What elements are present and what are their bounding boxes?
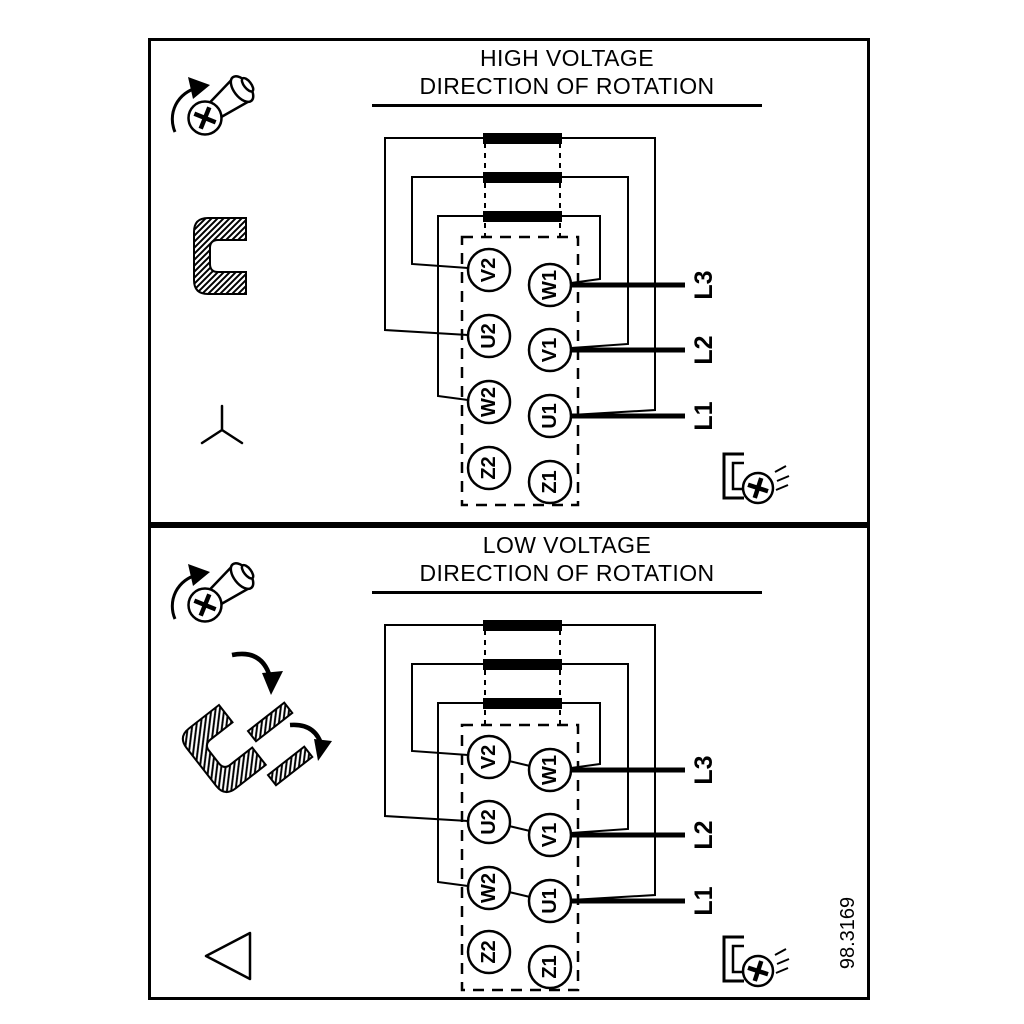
winding-bar-2 — [483, 659, 562, 670]
panel-frame — [148, 525, 870, 1000]
wire-v1 — [562, 176, 629, 349]
l2-label: L2 — [690, 335, 718, 364]
low-title-block: LOW VOLTAGE DIRECTION OF ROTATION — [372, 525, 762, 594]
winding-wires — [384, 137, 656, 416]
winding-bar-3 — [483, 698, 562, 709]
winding-links — [483, 133, 562, 237]
terminal-w1: W1 — [527, 747, 573, 793]
terminal-u1-label: U1 — [539, 888, 561, 914]
supply-line-l2: L2 — [571, 820, 718, 850]
terminal-screw-clamp-icon — [724, 454, 789, 503]
terminal-w2: W2 — [466, 379, 512, 425]
high-rotation-title: DIRECTION OF ROTATION — [419, 73, 715, 99]
terminal-v2-label: V2 — [478, 258, 500, 282]
terminal-z1-label: Z1 — [539, 470, 561, 493]
jumper-v2-w1 — [508, 760, 531, 767]
winding-bar-2 — [483, 172, 562, 183]
wire-u2 — [384, 137, 483, 336]
rotate-arrow-top-head — [262, 671, 283, 695]
delta-jumper-wires — [508, 760, 531, 898]
terminal-z2: Z2 — [466, 929, 512, 975]
terminal-w1: W1 — [527, 262, 573, 308]
loose-jumper-2 — [266, 745, 314, 787]
figure-number: 98.3169 — [837, 897, 859, 969]
l2-label: L2 — [690, 820, 718, 849]
l1-label: L1 — [690, 886, 718, 915]
terminal-block — [460, 723, 580, 992]
terminal-z1: Z1 — [527, 944, 573, 990]
terminal-z2-label: Z2 — [478, 456, 500, 479]
unscrew-screw-icon — [172, 558, 259, 622]
title-underline — [372, 591, 762, 594]
terminal-u2-label: U2 — [478, 809, 500, 835]
supply-line-l1: L1 — [571, 886, 718, 916]
supply-line-l3: L3 — [571, 755, 718, 785]
terminal-block — [460, 235, 580, 507]
winding-bar-1 — [483, 620, 562, 631]
l1-label: L1 — [690, 401, 718, 430]
winding-links — [483, 620, 562, 725]
high-voltage-panel: HIGH VOLTAGE DIRECTION OF ROTATION — [148, 38, 870, 525]
terminal-u2: U2 — [466, 313, 512, 359]
l3-label: L3 — [690, 270, 718, 299]
terminal-z1-label: Z1 — [539, 955, 561, 978]
loose-jumper-1 — [246, 701, 294, 743]
move-jumpers-icon — [177, 651, 332, 798]
high-voltage-title: HIGH VOLTAGE — [480, 45, 654, 71]
low-voltage-title: LOW VOLTAGE — [482, 532, 652, 558]
high-title-block: HIGH VOLTAGE DIRECTION OF ROTATION — [372, 38, 762, 107]
terminal-z2: Z2 — [466, 445, 512, 491]
panel-frame — [148, 38, 870, 525]
wire-u1 — [562, 624, 656, 901]
terminal-v1: V1 — [527, 812, 573, 858]
winding-bar-1 — [483, 133, 562, 144]
terminal-v1-label: V1 — [539, 823, 561, 847]
wire-v2 — [411, 663, 483, 756]
wire-u2 — [384, 624, 483, 822]
terminal-u2-label: U2 — [478, 323, 500, 349]
jumper-u2-v1 — [508, 825, 531, 832]
terminal-u1-label: U1 — [539, 403, 561, 429]
jumper-link-icon — [193, 217, 247, 295]
wire-v1 — [562, 663, 629, 834]
terminal-u1: U1 — [527, 393, 573, 439]
low-rotation-title: DIRECTION OF ROTATION — [419, 560, 715, 586]
supply-line-l2: L2 — [571, 335, 718, 365]
terminal-w1-label: W1 — [539, 270, 561, 300]
winding-wires — [384, 624, 656, 901]
l3-label: L3 — [690, 755, 718, 784]
supply-line-l3: L3 — [571, 270, 718, 300]
high-voltage-diagram: L3 L2 L1 V2 U2 W2 — [148, 38, 870, 525]
terminal-z1: Z1 — [527, 459, 573, 505]
terminal-w2-label: W2 — [478, 873, 500, 903]
unscrew-screw-icon — [172, 71, 259, 135]
terminal-v2-label: V2 — [478, 745, 500, 769]
supply-line-l1: L1 — [571, 401, 718, 431]
jumper-w2-u1 — [508, 891, 531, 898]
winding-bar-3 — [483, 211, 562, 222]
terminal-z2-label: Z2 — [478, 940, 500, 963]
terminal-w2-label: W2 — [478, 387, 500, 417]
terminal-v2: V2 — [466, 247, 512, 293]
wire-w1 — [562, 702, 601, 769]
low-voltage-diagram: L3 L2 L1 V2 U2 W2 — [148, 525, 870, 1000]
wire-u1 — [562, 137, 656, 416]
star-symbol-icon — [200, 404, 244, 445]
wire-w2 — [437, 702, 483, 887]
terminal-v1-label: V1 — [539, 338, 561, 362]
title-underline — [372, 104, 762, 107]
terminal-v2: V2 — [466, 734, 512, 780]
wire-w1 — [562, 215, 601, 284]
low-voltage-panel: LOW VOLTAGE DIRECTION OF ROTATION — [148, 525, 870, 1000]
terminal-u2: U2 — [466, 799, 512, 845]
wire-v2 — [411, 176, 483, 269]
terminal-v1: V1 — [527, 327, 573, 373]
wire-w2 — [437, 215, 483, 401]
terminal-u1: U1 — [527, 878, 573, 924]
terminal-w1-label: W1 — [539, 755, 561, 785]
delta-symbol-icon — [204, 931, 252, 981]
rotate-arrow-side-head — [314, 739, 332, 761]
terminal-w2: W2 — [466, 865, 512, 911]
terminal-screw-clamp-icon — [724, 937, 789, 986]
